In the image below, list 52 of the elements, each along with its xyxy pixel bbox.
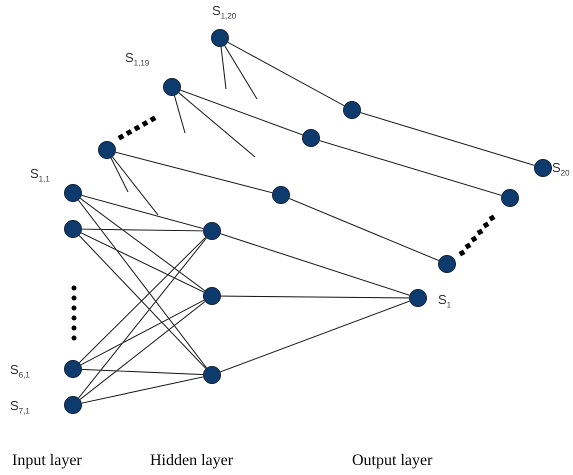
stub-line — [178, 92, 256, 158]
neuron-circle — [203, 366, 221, 384]
neuron-label: S$_{1,1}$ — [30, 166, 50, 186]
stub-line — [224, 45, 258, 100]
neuron-circle — [272, 186, 290, 204]
connection-line — [82, 194, 204, 230]
neuron-label: S$_{1,19}$ — [125, 50, 150, 70]
neuron-circle — [302, 129, 320, 147]
connection-line — [82, 228, 203, 232]
neuron-circle — [534, 159, 552, 177]
neuron-circle — [64, 220, 82, 238]
layer-label: Output layer — [352, 452, 432, 470]
layer-label: Input layer — [12, 452, 82, 470]
neuron-circle — [203, 222, 221, 240]
neuron-circle — [203, 287, 221, 305]
connection-line — [319, 140, 502, 196]
connection-line — [78, 200, 207, 368]
layer-label: Hidden layer — [150, 452, 234, 470]
stub-line — [220, 46, 227, 90]
neuron-circle — [343, 101, 361, 119]
stub-line — [112, 156, 158, 216]
connection-line — [360, 112, 535, 166]
connection-line — [116, 152, 272, 194]
connection-line — [228, 42, 344, 106]
neuron-label: S$_{7,1}$ — [10, 398, 30, 418]
connection-line — [78, 238, 207, 398]
neuron-circle — [211, 29, 229, 47]
neuron-label: S$_{6,1}$ — [10, 362, 30, 382]
connection-line — [80, 300, 204, 366]
connection-line — [220, 233, 410, 296]
connection-line — [289, 198, 439, 262]
neuron-circle — [64, 396, 82, 414]
connection-line — [180, 90, 303, 136]
connection-line — [80, 232, 204, 293]
neuron-circle — [98, 141, 116, 159]
connection-line — [82, 368, 204, 376]
stub-line — [110, 158, 128, 192]
neuron-label: S$_{1,20}$ — [212, 3, 236, 23]
connection-line — [221, 296, 409, 298]
connection-line — [82, 376, 204, 404]
neuron-circle — [64, 184, 82, 202]
neuron-circle — [64, 360, 82, 378]
stub-line — [174, 96, 186, 134]
neuron-label: S$_{1}$ — [438, 292, 452, 312]
connection-line — [220, 300, 410, 372]
connection-line — [80, 198, 206, 292]
connection-line — [80, 301, 206, 400]
neuron-circle — [163, 78, 181, 96]
neuron-circle — [409, 289, 427, 307]
neuron-circle — [501, 189, 519, 207]
neuron-label: S$_{20}$ — [552, 160, 570, 180]
neuron-circle — [438, 255, 456, 273]
